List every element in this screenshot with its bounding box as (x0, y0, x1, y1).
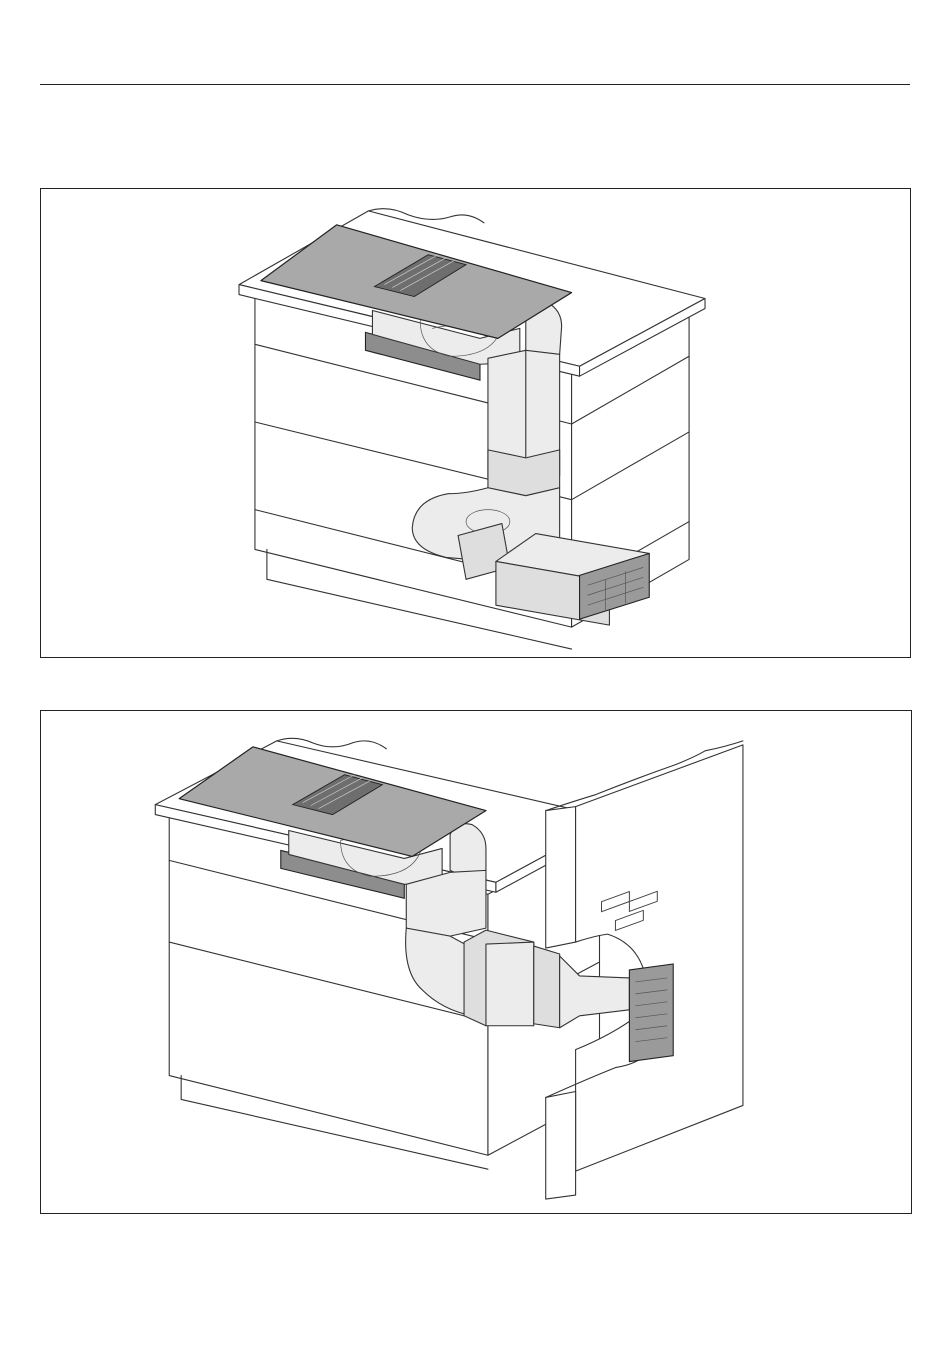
figure-panel-2 (40, 710, 912, 1214)
illustration-wall-extraction-icon (41, 711, 911, 1213)
figure-panel-1 (40, 188, 911, 658)
header-rule (40, 84, 910, 85)
illustration-plinth-extraction-icon (41, 189, 910, 657)
